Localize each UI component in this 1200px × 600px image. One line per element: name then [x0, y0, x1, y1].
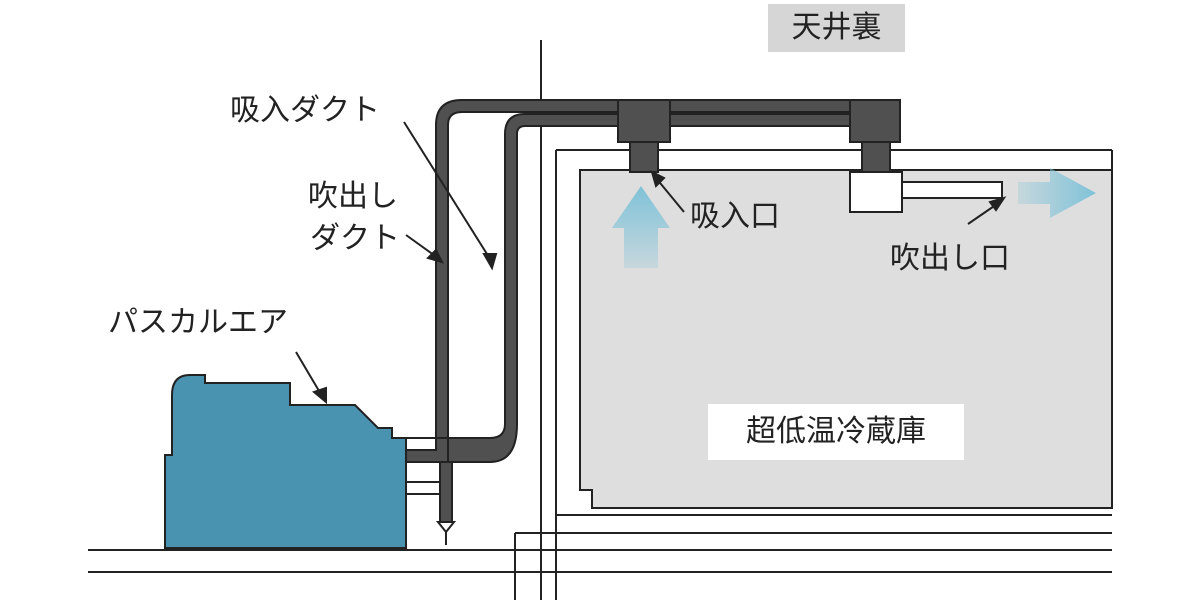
pascal-air-unit [164, 374, 407, 549]
intake-port [617, 99, 671, 173]
pascal-air-label: パスカルエア [108, 305, 288, 340]
outlet-port [849, 99, 1003, 213]
intake-duct-label: 吸入ダクト [230, 93, 380, 128]
outlet-duct [405, 113, 856, 463]
intake-port-label: 吸入口 [690, 199, 780, 234]
arrow-up-icon [612, 186, 670, 268]
outlet-duct-label-line2: ダクト [310, 221, 400, 256]
outlet-duct-label-line1: 吹出し [308, 179, 398, 214]
freezer-label-text: 超低温冷蔵庫 [746, 413, 926, 449]
floor-lines [88, 514, 1112, 573]
freezer-label: 超低温冷蔵庫 [708, 404, 964, 460]
ceiling-label: 天井裏 [768, 4, 905, 52]
drain-pipe [403, 461, 457, 545]
ceiling-label-text: 天井裏 [791, 9, 882, 45]
outlet-port-label: 吹出し口 [890, 241, 1010, 276]
arrow-right-icon [1018, 168, 1096, 218]
leader-lines [295, 121, 1007, 405]
